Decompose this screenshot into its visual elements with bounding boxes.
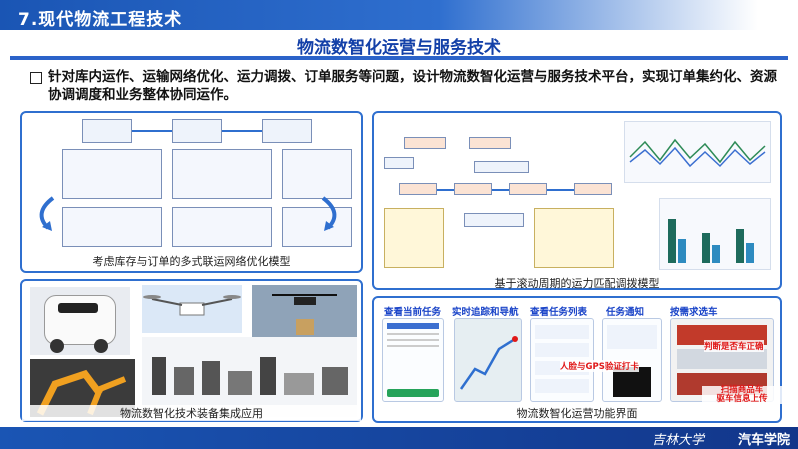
flow-block [464,213,524,227]
screen-title-notification: 任务通知 [606,307,645,318]
equipment-lineup-image [142,337,357,417]
page-title: 物流数智化运营与服务技术 [297,38,501,58]
flow-node [469,137,511,149]
model-block [172,207,272,247]
model-block [172,149,272,199]
flow-node [384,157,414,169]
college-name: 汽车学院 [738,433,791,448]
model-block [62,149,162,199]
diagram-node [172,119,222,143]
panel-equipment: 物流数智化技术装备集成应用 [20,279,363,422]
flow-node [509,183,547,195]
screen-current-task[interactable] [382,318,444,402]
checkbox-bullet-icon [30,72,42,84]
label-car-check: 判断是否车正确 [704,340,764,352]
curved-arrow-left-icon [39,196,55,231]
bar-chart [659,198,771,270]
line-chart [624,121,771,183]
flow-node [454,183,492,195]
model-block [62,207,162,247]
screen-title-select-vehicle: 按需求选车 [670,307,718,318]
panel-operation-ui: 查看当前任务 实时追踪和导航 查看任务列表 任务通知 按需求选车 人脸与GPS验… [372,296,782,423]
curved-arrow-right-icon [321,196,337,231]
flow-node [574,183,612,195]
unmanned-vehicle-image [30,287,130,355]
diagram-node [82,119,132,143]
screen-title-task-list: 查看任务列表 [530,307,588,318]
caption-capacity-model: 基于滚动周期的运力匹配调拨模型 [494,277,660,290]
flow-arrow [547,189,574,191]
caption-network-model: 考虑库存与订单的多式联运网络优化模型 [92,255,291,268]
footer-bar [0,427,798,449]
flow-node [474,161,529,173]
panel-capacity-model: 基于滚动周期的运力匹配调拨模型 [372,111,782,290]
flow-arrow [492,189,509,191]
screen-title-current-task: 查看当前任务 [384,307,442,318]
diagram-arrow [132,130,172,132]
drone-image [142,285,242,333]
label-gps-verify: 人脸与GPS验证打卡 [560,360,639,372]
screen-tracking-map[interactable] [454,318,522,402]
caption-equipment: 物流数智化技术装备集成应用 [22,405,361,421]
section-title: 7.现代物流工程技术 [18,10,183,30]
panel-network-model: 考虑库存与订单的多式联运网络优化模型 [20,111,363,273]
flow-block [384,208,444,268]
caption-operation-ui: 物流数智化运营功能界面 [516,407,638,420]
flow-node [399,183,437,195]
flow-block [534,208,614,268]
model-block [282,207,352,247]
screen-title-tracking: 实时追踪和导航 [452,307,519,318]
diagram-arrow [222,130,262,132]
header-bar [0,0,798,30]
model-block [282,149,352,199]
flow-node [404,137,446,149]
university-logo: 吉林大学 [652,433,705,448]
flow-arrow [437,189,454,191]
diagram-node [262,119,312,143]
label-scan-upload: 扫描商品车 驱车信息上传 [702,386,782,404]
description-text: 针对库内运作、运输网络优化、运力调拨、订单服务等问题，设计物流数智化运营与服务技… [48,69,777,103]
title-underline [10,56,788,60]
